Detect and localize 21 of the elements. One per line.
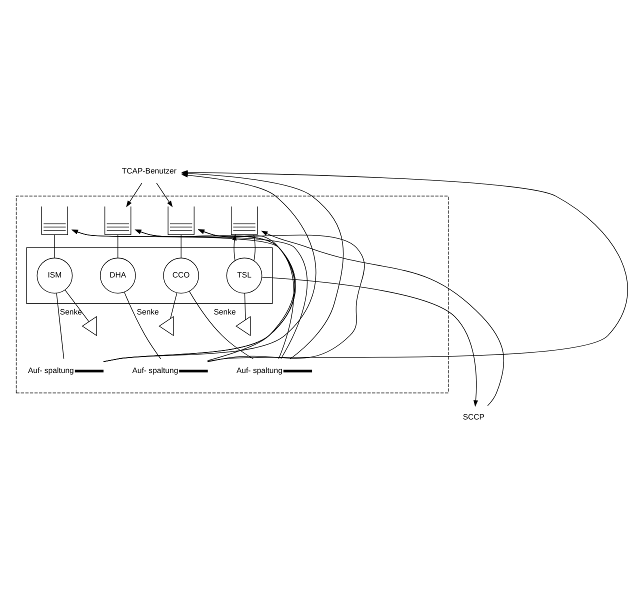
node-triangle (158, 316, 174, 336)
node-bar (74, 370, 104, 372)
connector (253, 234, 256, 262)
node-bar (283, 370, 312, 372)
connector (56, 292, 64, 360)
connector (170, 292, 178, 319)
arrow (262, 276, 478, 407)
connector (124, 292, 162, 360)
arrow (156, 182, 173, 208)
connector (64, 290, 90, 322)
node-bar (179, 370, 208, 372)
connector (244, 293, 246, 320)
cluster (26, 247, 273, 304)
connector (180, 234, 182, 258)
arrow (126, 182, 142, 208)
node-triangle (82, 316, 97, 336)
connector (54, 234, 55, 258)
node-triangle (236, 316, 251, 336)
cluster (16, 196, 449, 394)
connector (189, 290, 254, 360)
arrow (261, 230, 504, 406)
